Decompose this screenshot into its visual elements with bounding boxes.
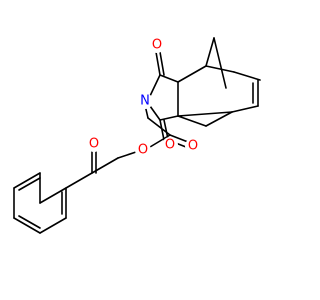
bond	[13, 217, 41, 234]
atom-label-oxygen: O	[138, 143, 148, 158]
bond	[213, 37, 227, 89]
bond	[205, 37, 215, 67]
bond	[177, 65, 207, 83]
bond	[149, 74, 161, 97]
bond	[117, 151, 137, 159]
bond	[233, 71, 261, 81]
bond	[205, 111, 233, 127]
atom-label-nitrogen: N	[140, 94, 150, 109]
bond	[169, 134, 189, 143]
structure-canvas: O N O O O O	[13, 37, 261, 234]
atom-label-oxygen: O	[152, 38, 162, 53]
bond	[149, 134, 171, 148]
bond	[231, 105, 259, 113]
oxygen-atom: O	[162, 137, 178, 153]
bond	[163, 119, 169, 140]
bond	[149, 105, 161, 121]
bond	[159, 119, 165, 141]
bond	[159, 51, 165, 76]
oxygen-atom: O	[86, 136, 102, 152]
bond	[91, 157, 119, 174]
bond	[39, 187, 67, 204]
bond	[18, 215, 41, 229]
atom-label-oxygen: O	[165, 138, 175, 153]
molecule-drawing: O N O O O O	[13, 37, 261, 234]
atom-label-oxygen: O	[188, 139, 198, 154]
bond	[13, 172, 41, 189]
bond	[159, 74, 179, 83]
bond	[39, 217, 67, 234]
bond	[177, 115, 207, 127]
bond	[18, 177, 41, 191]
bond-layer	[13, 37, 261, 234]
nitrogen-atom: N	[137, 93, 153, 109]
bond	[177, 111, 233, 117]
oxygen-atom: O	[185, 138, 201, 154]
bond	[65, 172, 93, 189]
atom-label-oxygen: O	[89, 137, 99, 152]
bond	[159, 115, 179, 121]
oxygen-atom: O	[149, 37, 165, 53]
bond	[155, 51, 161, 76]
bond	[205, 65, 235, 73]
atom-layer: O N O O O O	[86, 37, 201, 158]
oxygen-atom: O	[135, 142, 151, 158]
